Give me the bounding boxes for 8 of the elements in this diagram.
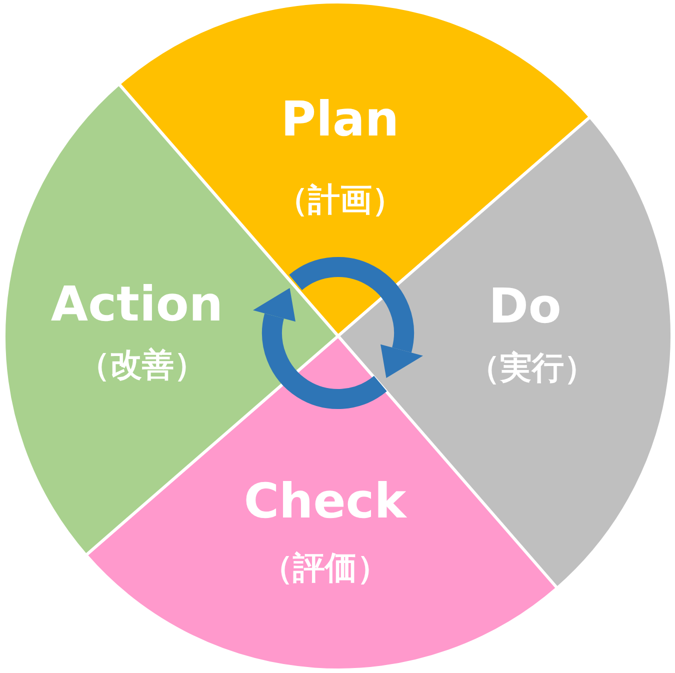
phase-subtitle: （計画） (276, 182, 404, 218)
phase-title: Action (50, 278, 224, 332)
phase-title: Do (488, 280, 562, 334)
phase-subtitle: （改善） (78, 347, 206, 383)
phase-title: Plan (280, 94, 400, 146)
phase-title: Check (244, 476, 406, 528)
phase-subtitle: （実行） (468, 350, 596, 386)
phase-subtitle: （評価） (260, 550, 389, 586)
